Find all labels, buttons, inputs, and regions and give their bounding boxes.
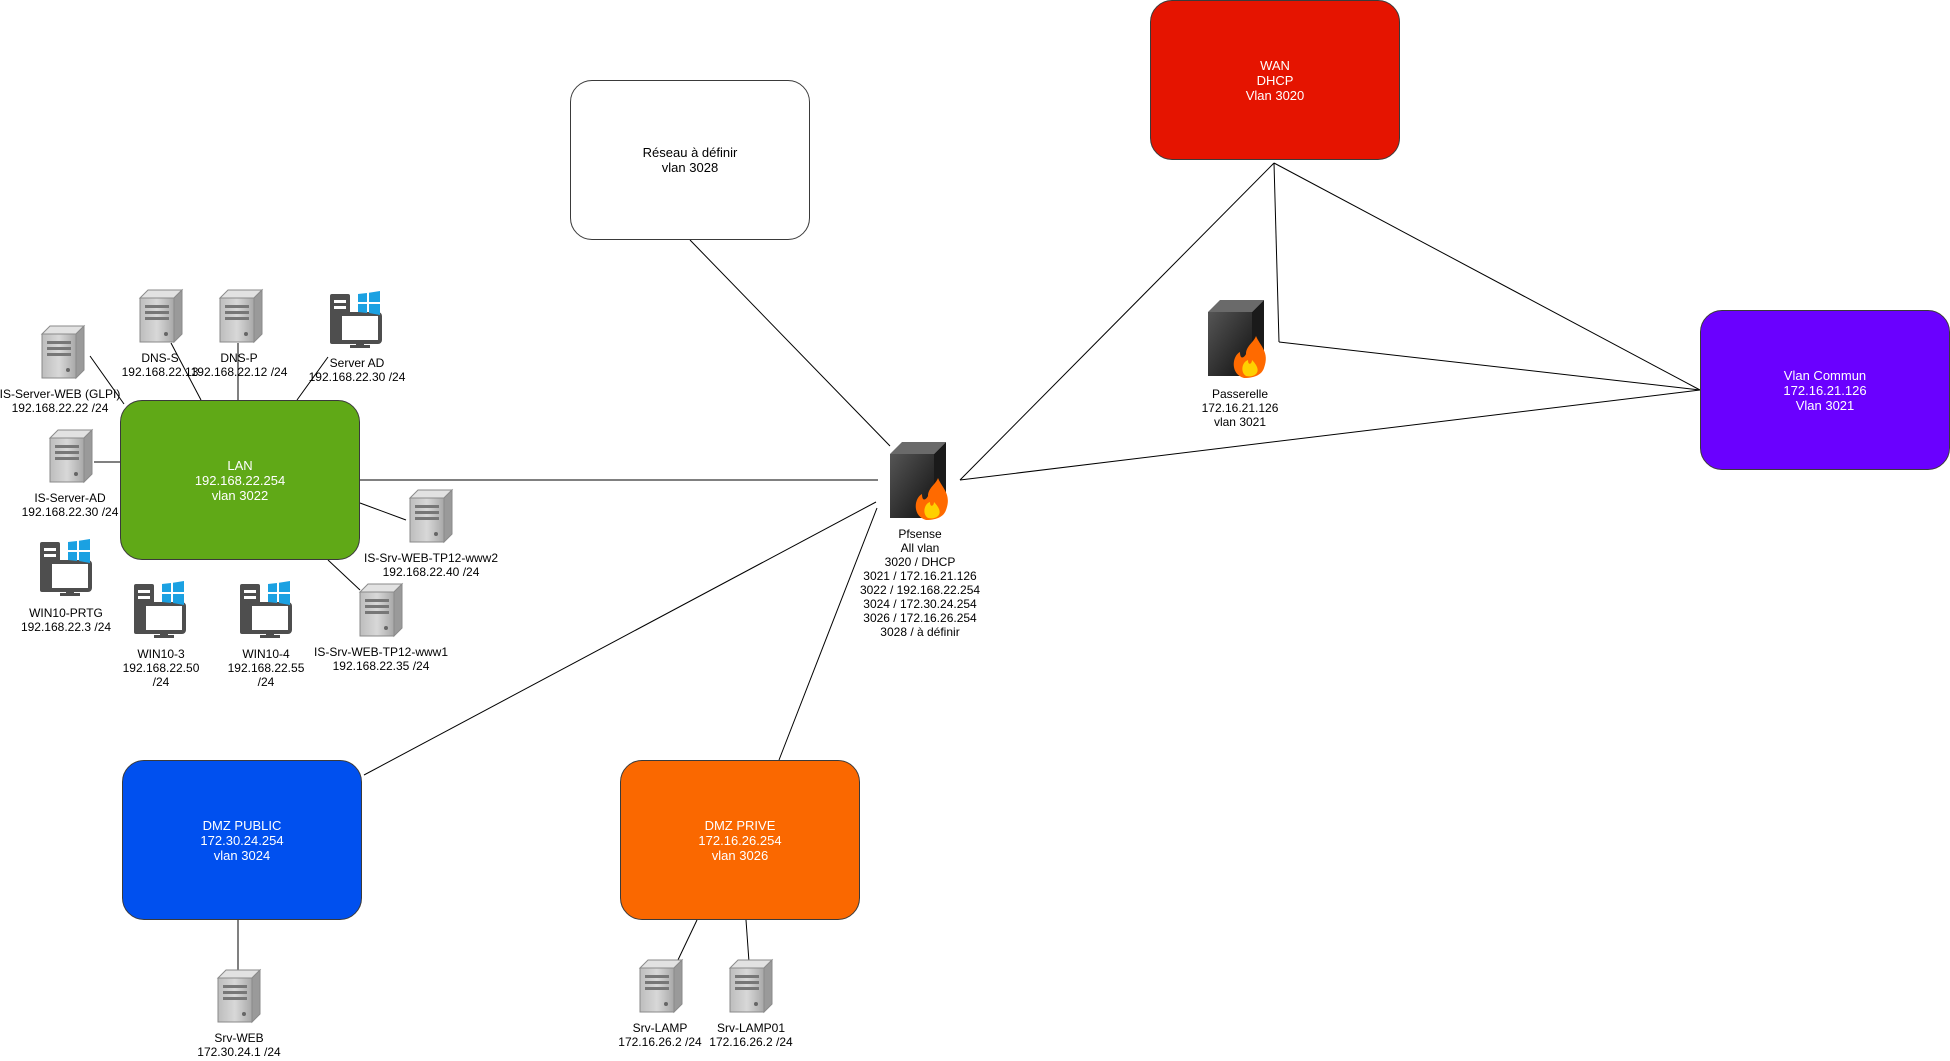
is-srv-web-tp12-www1-label: IS-Srv-WEB-TP12-www1 192.168.22.35 /24 (313, 645, 449, 673)
srv-lamp01-label: Srv-LAMP01 172.16.26.2 /24 (709, 1021, 793, 1049)
is-server-web-glpi-label: IS-Server-WEB (GLPI) 192.168.22.22 /24 (0, 387, 121, 415)
win10-3-windows-workstation-icon (132, 579, 186, 640)
link-srv-lamp01-dmz (745, 919, 750, 963)
pfsense-firewall-icon (890, 442, 948, 520)
link-server-ad-lan (296, 356, 329, 401)
win10-prtg-windows-workstation-icon (38, 537, 92, 598)
win10-prtg-label: WIN10-PRTG 192.168.22.3 /24 (20, 606, 112, 634)
link-glpi-lan (89, 355, 125, 405)
srv-web-server-icon (217, 969, 261, 1023)
dmz-prive-zone[interactable]: DMZ PRIVE 172.16.26.254 vlan 3026 (620, 760, 860, 920)
wan-zone[interactable]: WAN DHCP Vlan 3020 (1150, 0, 1400, 160)
is-server-ad-server-icon (49, 429, 93, 483)
win10-4-label: WIN10-4 192.168.22.55 /24 (227, 647, 305, 689)
dmz-public-zone[interactable]: DMZ PUBLIC 172.30.24.254 vlan 3024 (122, 760, 362, 920)
lan-zone[interactable]: LAN 192.168.22.254 vlan 3022 (120, 400, 360, 560)
dns-p-server-icon (219, 289, 263, 343)
link-pfsense-vlan-commun (959, 389, 1701, 481)
link-passerelle-vlan-commun (1278, 341, 1701, 391)
server-ad-windows-workstation-icon (328, 289, 382, 350)
dns-s-server-icon (139, 289, 183, 343)
dns-s-label: DNS-S 192.168.22.13 (121, 351, 199, 379)
is-srv-web-tp12-www2-label: IS-Srv-WEB-TP12-www2 192.168.22.40 /24 (363, 551, 499, 579)
is-srv-web-tp12-www2-server-icon (409, 489, 453, 543)
link-pfsense-dmz-public (363, 501, 877, 776)
is-server-web-glpi-server-icon (41, 325, 85, 379)
passerelle-label: Passerelle 172.16.21.126 vlan 3021 (1201, 387, 1279, 429)
srv-web-label: Srv-WEB 172.30.24.1 /24 (197, 1031, 281, 1059)
server-ad-label: Server AD 192.168.22.30 /24 (308, 356, 406, 384)
is-srv-web-tp12-www1-server-icon (359, 583, 403, 637)
link-reseau-pfsense (689, 239, 891, 447)
vlan-commun-zone[interactable]: Vlan Commun 172.16.21.126 Vlan 3021 (1700, 310, 1950, 470)
link-wan-pfsense (959, 162, 1275, 481)
link-wan-vlan-commun (1273, 162, 1701, 391)
is-server-ad-label: IS-Server-AD 192.168.22.30 /24 (21, 491, 119, 519)
link-srv-lamp-dmz (676, 919, 698, 963)
link-www2-lan (359, 502, 407, 521)
links (89, 162, 1701, 972)
srv-lamp-server-icon (639, 959, 683, 1013)
win10-3-label: WIN10-3 192.168.22.50 /24 (122, 647, 200, 689)
passerelle-firewall-icon (1208, 300, 1266, 378)
reseau-a-definir-zone[interactable]: Réseau à définir vlan 3028 (570, 80, 810, 240)
srv-lamp-label: Srv-LAMP 172.16.26.2 /24 (618, 1021, 702, 1049)
dns-p-label: DNS-P 192.168.22.12 /24 (190, 351, 288, 379)
srv-lamp01-server-icon (729, 959, 773, 1013)
link-wan-passerelle (1273, 162, 1280, 343)
link-www1-lan (327, 559, 361, 591)
win10-4-windows-workstation-icon (238, 579, 292, 640)
link-dns-s-lan (170, 342, 202, 401)
link-pfsense-dmz-prive (778, 507, 878, 761)
pfsense-label: Pfsense All vlan 3020 / DHCP 3021 / 172.… (859, 527, 981, 639)
